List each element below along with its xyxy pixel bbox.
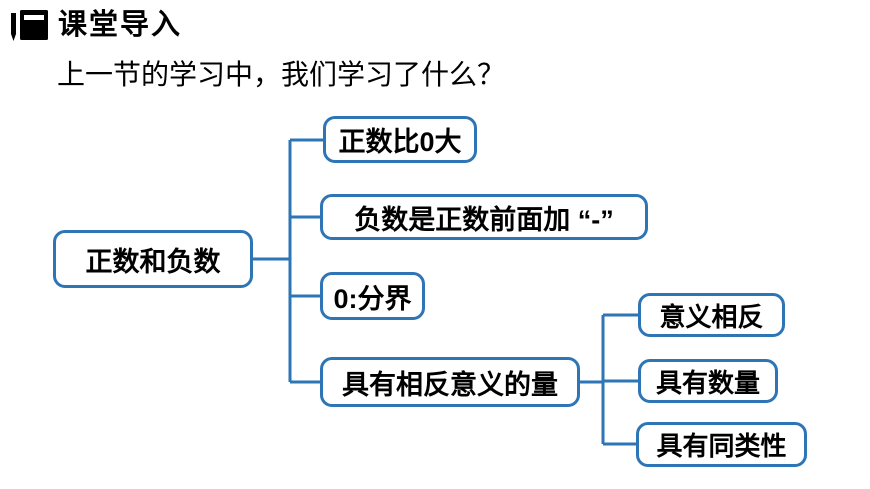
mindmap-subbranch-label: 具有同类性 — [656, 431, 787, 461]
mindmap-subbranch-same-kind: 具有同类性 — [636, 422, 807, 467]
mindmap-subbranch-opposite-meaning: 意义相反 — [638, 293, 785, 337]
lead-in-question: 上一节的学习中，我们学习了什么？ — [57, 59, 506, 90]
mindmap-subbranch-has-quantity: 具有数量 — [638, 359, 778, 403]
mindmap-root-node: 正数和负数 — [53, 230, 253, 288]
mindmap-branch-label: 0:分界 — [333, 283, 412, 314]
notebook-pen-icon — [11, 10, 48, 41]
mindmap-root-label: 正数和负数 — [85, 246, 221, 277]
mindmap-branch-positive-greater-than-zero: 正数比0大 — [323, 116, 477, 163]
slide-header: 课堂导入 — [10, 8, 182, 42]
mindmap-subbranch-label: 意义相反 — [659, 301, 764, 332]
mindmap-branch-label: 具有相反意义的量 — [342, 369, 558, 400]
page-title: 课堂导入 — [58, 9, 183, 41]
mindmap-subbranch-label: 具有数量 — [655, 367, 760, 398]
mindmap-branch-label: 正数比0大 — [338, 127, 462, 157]
mindmap-branch-opposite-meaning-quantities: 具有相反意义的量 — [320, 357, 580, 407]
mindmap-branch-label: 负数是正数前面加 “-” — [354, 204, 614, 235]
mindmap-branch-zero-boundary: 0:分界 — [320, 272, 425, 320]
mindmap-branch-negative-minus-sign: 负数是正数前面加 “-” — [320, 194, 648, 240]
